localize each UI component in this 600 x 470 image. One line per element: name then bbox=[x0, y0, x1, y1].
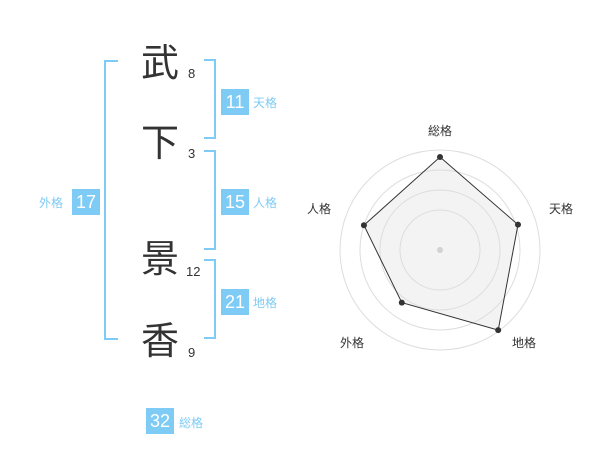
stroke-count-4: 9 bbox=[188, 345, 196, 360]
soukaku-label: 総格 bbox=[179, 416, 204, 430]
name-char-3: 景 bbox=[141, 237, 180, 281]
tenkaku-value: 11 bbox=[221, 89, 249, 115]
tenkaku-label: 天格 bbox=[253, 96, 278, 110]
name-char-2: 下 bbox=[141, 121, 180, 165]
jinkaku-bracket bbox=[204, 150, 216, 250]
radar-point-5 bbox=[360, 222, 367, 229]
radar-points bbox=[360, 154, 521, 334]
radar-point-1 bbox=[437, 154, 443, 160]
radar-label-tenkaku: 天格 bbox=[549, 202, 574, 216]
gaikaku-value: 17 bbox=[72, 189, 100, 215]
radar-grid-ring-2 bbox=[359, 169, 521, 331]
radar-grid-ring-1 bbox=[339, 149, 541, 351]
radar-chart bbox=[339, 149, 541, 351]
radar-label-soukaku: 総格 bbox=[428, 124, 453, 138]
stroke-count-2: 3 bbox=[188, 146, 196, 161]
radar-grid-ring-3 bbox=[379, 189, 501, 311]
radar-grid bbox=[339, 149, 541, 351]
gaikaku-bracket bbox=[104, 60, 118, 340]
stroke-count-3: 12 bbox=[186, 264, 201, 279]
jinkaku-value: 15 bbox=[221, 189, 249, 215]
chikaku-bracket bbox=[204, 259, 216, 339]
soukaku-value: 32 bbox=[146, 408, 174, 434]
gaikaku-label: 外格 bbox=[39, 196, 64, 210]
name-char-1: 武 bbox=[141, 41, 180, 85]
radar-point-2 bbox=[514, 221, 521, 228]
chikaku-value: 21 bbox=[221, 289, 249, 315]
chikaku-label: 地格 bbox=[253, 296, 278, 310]
radar-label-jinkaku: 人格 bbox=[307, 202, 332, 216]
jinkaku-label: 人格 bbox=[253, 196, 278, 210]
stroke-count-1: 8 bbox=[188, 66, 196, 81]
radar-label-chikaku: 地格 bbox=[512, 336, 537, 350]
radar-point-4 bbox=[398, 299, 405, 306]
radar-label-gaikaku: 外格 bbox=[340, 336, 365, 350]
tenkaku-bracket bbox=[204, 59, 216, 139]
radar-area bbox=[363, 156, 519, 331]
radar-point-3 bbox=[495, 327, 502, 334]
radar-polygon bbox=[363, 156, 519, 331]
radar-grid-ring-4 bbox=[399, 209, 481, 291]
name-char-4: 香 bbox=[141, 319, 180, 363]
radar-center-dot bbox=[437, 247, 443, 253]
